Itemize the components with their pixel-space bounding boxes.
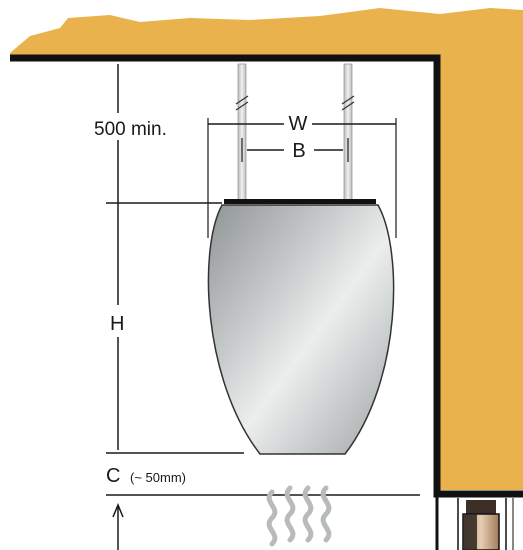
wall-timber [437, 58, 523, 490]
rod-right [343, 63, 353, 201]
break-mark-icon [235, 95, 355, 111]
ceiling-wall-outline [10, 54, 523, 498]
dimension-b: B [241, 138, 349, 162]
heater-body [207, 204, 395, 455]
dimension-w: W [208, 113, 396, 135]
ceiling-timber [10, 8, 523, 60]
label-h: H [110, 313, 124, 335]
label-b: B [292, 140, 305, 162]
label-c: C [106, 465, 120, 487]
rod-left [237, 63, 247, 201]
wall-base-detail [435, 494, 514, 550]
mounting-bar [224, 199, 376, 204]
label-500-min: 500 min. [94, 119, 167, 140]
vertical-dimension [112, 64, 124, 550]
label-w: W [289, 113, 308, 135]
label-c-note: (~ 50mm) [130, 470, 186, 485]
heat-waves-icon [266, 485, 332, 547]
